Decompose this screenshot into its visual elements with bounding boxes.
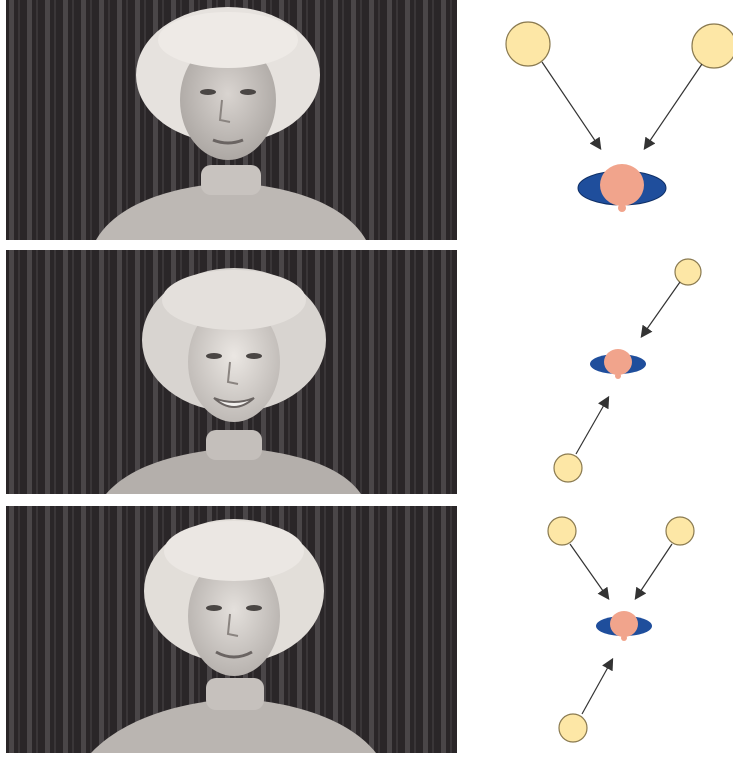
light-ray [570, 544, 608, 598]
light-source-bottom-left [554, 454, 582, 482]
light-source-top-left [548, 517, 576, 545]
light-ray [582, 660, 612, 714]
light-source-top-right [692, 24, 733, 68]
light-source-top-right [666, 517, 694, 545]
light-ray [642, 282, 680, 336]
light-ray [576, 398, 608, 454]
subject-top-view-icon [578, 164, 666, 212]
portrait-image [6, 250, 457, 494]
portrait-photo-smiling [6, 250, 457, 494]
portrait-image [6, 0, 457, 240]
light-source-top-right [675, 259, 701, 285]
lighting-diagram-diagonal-lights [490, 250, 733, 500]
portrait-photo-slight-smile [6, 506, 457, 753]
light-ray [636, 544, 672, 598]
lighting-diagram-three-lights [490, 506, 733, 753]
light-ray [645, 64, 702, 148]
light-source-top-left [506, 22, 550, 66]
portrait-image [6, 506, 457, 753]
light-ray [542, 62, 600, 148]
subject-top-view-icon [590, 349, 646, 379]
subject-top-view-icon [596, 611, 652, 641]
portrait-photo-neutral [6, 0, 457, 240]
light-source-bottom-left [559, 714, 587, 742]
lighting-diagram-two-top-lights [490, 0, 733, 240]
